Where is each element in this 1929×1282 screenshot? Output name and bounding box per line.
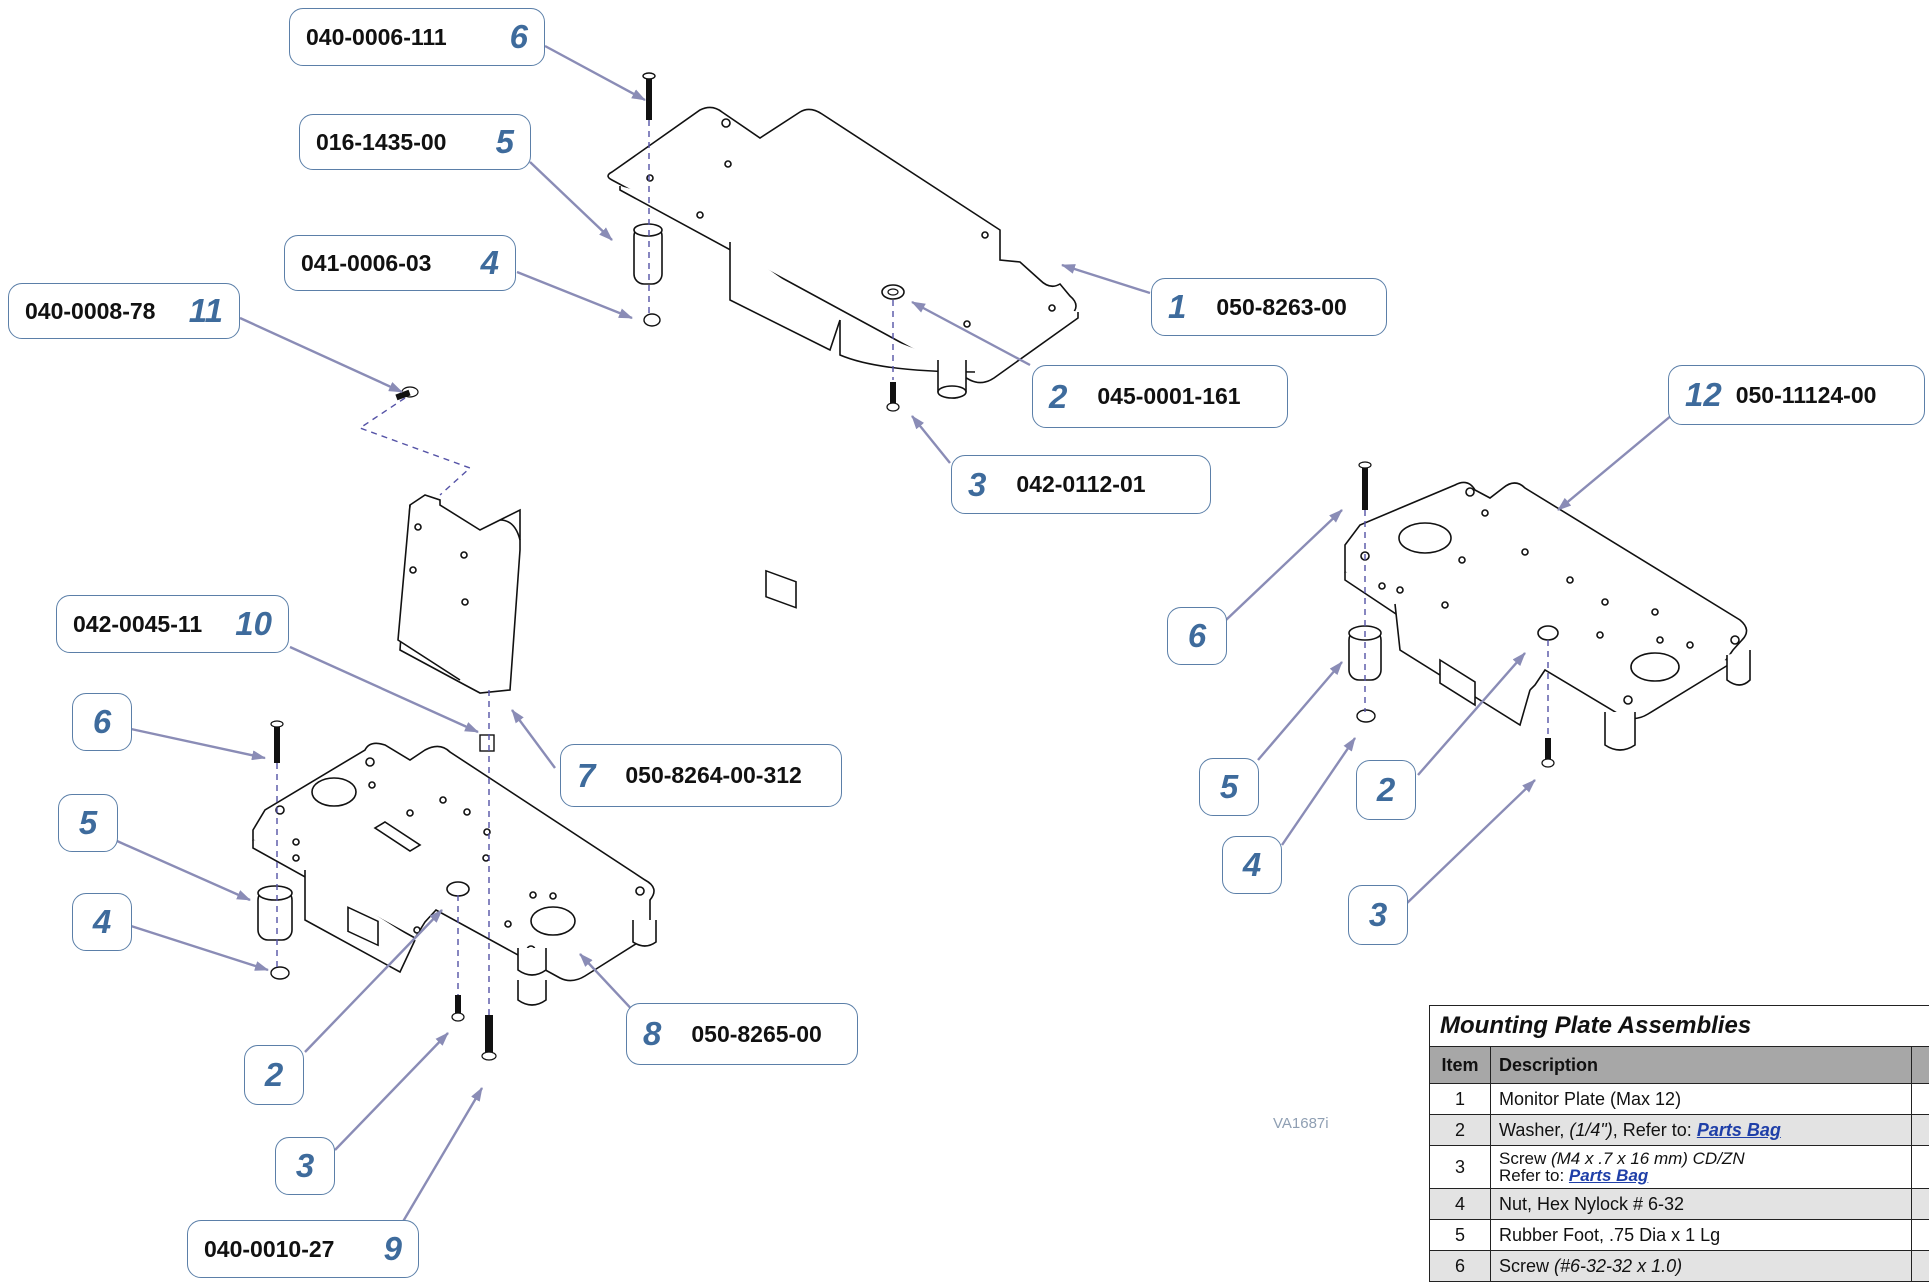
item-number: 3	[968, 466, 986, 504]
item-number: 2	[265, 1056, 283, 1094]
table-row: 6 Screw (#6-32-32 x 1.0)	[1430, 1251, 1929, 1282]
item-number: 8	[643, 1015, 661, 1053]
part-number: 041-0006-03	[301, 250, 431, 277]
description-cell: Screw (#6-32-32 x 1.0)	[1491, 1251, 1912, 1282]
description-text: Washer,	[1499, 1120, 1569, 1140]
column-header-description: Description	[1491, 1047, 1912, 1084]
item-cell: 5	[1430, 1220, 1491, 1251]
item-number: 6	[1188, 617, 1206, 655]
item-cell: 3	[1430, 1146, 1491, 1189]
callout-2-top: 2 045-0001-161	[1032, 365, 1288, 428]
table-row: 2 Washer, (1/4"), Refer to: Parts Bag	[1430, 1115, 1929, 1146]
column-header-item: Item	[1430, 1047, 1491, 1084]
part-number: 050-11124-00	[1736, 382, 1877, 409]
parts-bag-link[interactable]: Parts Bag	[1697, 1120, 1781, 1140]
extra-cell	[1912, 1084, 1929, 1115]
item-number: 6	[510, 18, 528, 56]
item-number: 10	[235, 605, 272, 643]
callout-5-top: 016-1435-00 5	[299, 114, 531, 170]
item-number: 3	[296, 1147, 314, 1185]
part-number: 045-0001-161	[1097, 383, 1240, 410]
item-number: 2	[1049, 378, 1067, 416]
column-header-extra	[1912, 1047, 1929, 1084]
extra-cell	[1912, 1115, 1929, 1146]
parts-bag-link[interactable]: Parts Bag	[1569, 1166, 1648, 1185]
part-number: 040-0008-78	[25, 298, 155, 325]
callout-4-left: 4	[72, 893, 132, 951]
callout-7: 7 050-8264-00-312	[560, 744, 842, 807]
description-spec: (#6-32-32 x 1.0)	[1554, 1256, 1682, 1276]
item-number: 7	[577, 757, 595, 795]
extra-cell	[1912, 1220, 1929, 1251]
item-number: 4	[93, 903, 111, 941]
monitor-plate-top	[608, 107, 1085, 607]
part-number: 016-1435-00	[316, 129, 446, 156]
description-cell: Nut, Hex Nylock # 6-32	[1491, 1189, 1912, 1220]
callout-4-right: 4	[1222, 836, 1282, 894]
callout-6-top: 040-0006-111 6	[289, 8, 545, 66]
callout-12: 12 050-11124-00	[1668, 365, 1925, 425]
callout-2-left: 2	[244, 1045, 304, 1105]
part-number: 050-8264-00-312	[625, 762, 801, 789]
description-text: , Refer to:	[1613, 1120, 1697, 1140]
description-spec: (1/4")	[1569, 1120, 1612, 1140]
description-text: Nut, Hex Nylock # 6-32	[1499, 1194, 1684, 1214]
callout-5-left: 5	[58, 794, 118, 852]
item-number: 9	[384, 1230, 402, 1268]
description-text: Screw	[1499, 1256, 1554, 1276]
item-number: 1	[1168, 288, 1186, 326]
callout-3-top: 3 042-0112-01	[951, 455, 1211, 514]
item-number: 11	[189, 292, 223, 330]
table-title: Mounting Plate Assemblies	[1430, 1006, 1929, 1047]
parts-table: Mounting Plate Assemblies Item Descripti…	[1429, 1005, 1929, 1282]
item-number: 4	[481, 244, 499, 282]
description-cell: Monitor Plate (Max 12)	[1491, 1084, 1912, 1115]
item-cell: 1	[1430, 1084, 1491, 1115]
description-cell: Washer, (1/4"), Refer to: Parts Bag	[1491, 1115, 1912, 1146]
part-number: 040-0006-111	[306, 24, 447, 51]
table-row: 5 Rubber Foot, .75 Dia x 1 Lg	[1430, 1220, 1929, 1251]
description-cell: Rubber Foot, .75 Dia x 1 Lg	[1491, 1220, 1912, 1251]
part-number: 040-0010-27	[204, 1236, 334, 1263]
item-number: 5	[1220, 768, 1238, 806]
description-text: Monitor Plate (Max 12)	[1499, 1089, 1681, 1109]
item-number: 4	[1243, 846, 1261, 884]
callout-5-right: 5	[1199, 758, 1259, 816]
callout-11: 040-0008-78 11	[8, 283, 240, 339]
callout-10: 042-0045-11 10	[56, 595, 289, 653]
item-number: 3	[1369, 896, 1387, 934]
callout-9: 040-0010-27 9	[187, 1220, 419, 1278]
callout-1: 1 050-8263-00	[1151, 278, 1387, 336]
item-number: 12	[1685, 376, 1722, 414]
part-number: 042-0112-01	[1016, 471, 1145, 498]
callout-6-left: 6	[72, 693, 132, 751]
callout-3-left: 3	[275, 1137, 335, 1195]
table-row: 1 Monitor Plate (Max 12)	[1430, 1084, 1929, 1115]
drawing-id: VA1687i	[1273, 1115, 1329, 1132]
extra-cell	[1912, 1189, 1929, 1220]
callout-6-right: 6	[1167, 607, 1227, 665]
item-number: 6	[93, 703, 111, 741]
table-row: 4 Nut, Hex Nylock # 6-32	[1430, 1189, 1929, 1220]
item-cell: 4	[1430, 1189, 1491, 1220]
extra-cell	[1912, 1146, 1929, 1189]
item-number: 2	[1377, 771, 1395, 809]
part-number: 042-0045-11	[73, 611, 202, 638]
callout-8: 8 050-8265-00	[626, 1003, 858, 1065]
description-text: Refer to:	[1499, 1166, 1569, 1185]
item-cell: 6	[1430, 1251, 1491, 1282]
item-cell: 2	[1430, 1115, 1491, 1146]
callout-2-right: 2	[1356, 760, 1416, 820]
description-text: Rubber Foot, .75 Dia x 1 Lg	[1499, 1225, 1720, 1245]
callout-4-top: 041-0006-03 4	[284, 235, 516, 291]
part-number: 050-8265-00	[691, 1021, 821, 1048]
part-number: 050-8263-00	[1216, 294, 1346, 321]
callout-3-right: 3	[1348, 885, 1408, 945]
item-number: 5	[79, 804, 97, 842]
item-number: 5	[496, 123, 514, 161]
extra-cell	[1912, 1251, 1929, 1282]
